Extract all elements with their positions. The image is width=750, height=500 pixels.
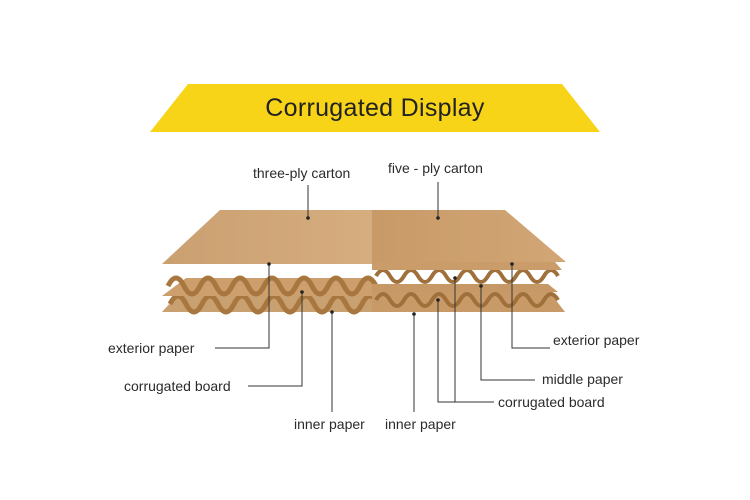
label-left-inner-paper: inner paper (294, 416, 365, 432)
three-ply-upper-flute (165, 275, 379, 297)
five-ply-mid-liner (372, 262, 562, 270)
label-left-exterior-paper: exterior paper (108, 340, 195, 356)
label-right-exterior-paper: exterior paper (553, 332, 640, 348)
label-left-corrugated-board: corrugated board (124, 378, 231, 394)
three-ply-exterior-sheet (162, 210, 372, 264)
label-right-corrugated-board: corrugated board (498, 394, 605, 410)
leader-dots (267, 216, 514, 316)
five-ply-middle-sheet (372, 284, 558, 292)
label-right-middle-paper: middle paper (542, 371, 623, 387)
five-ply-header: five - ply carton (388, 160, 483, 176)
five-ply-exterior-sheet (372, 210, 566, 262)
leader-lines (215, 182, 550, 412)
five-ply-upper-flute (374, 268, 560, 284)
five-ply-lower-flute (374, 292, 560, 308)
three-ply-header: three-ply carton (253, 165, 351, 181)
page-title: Corrugated Display (265, 93, 485, 122)
label-right-inner-paper: inner paper (385, 416, 456, 432)
